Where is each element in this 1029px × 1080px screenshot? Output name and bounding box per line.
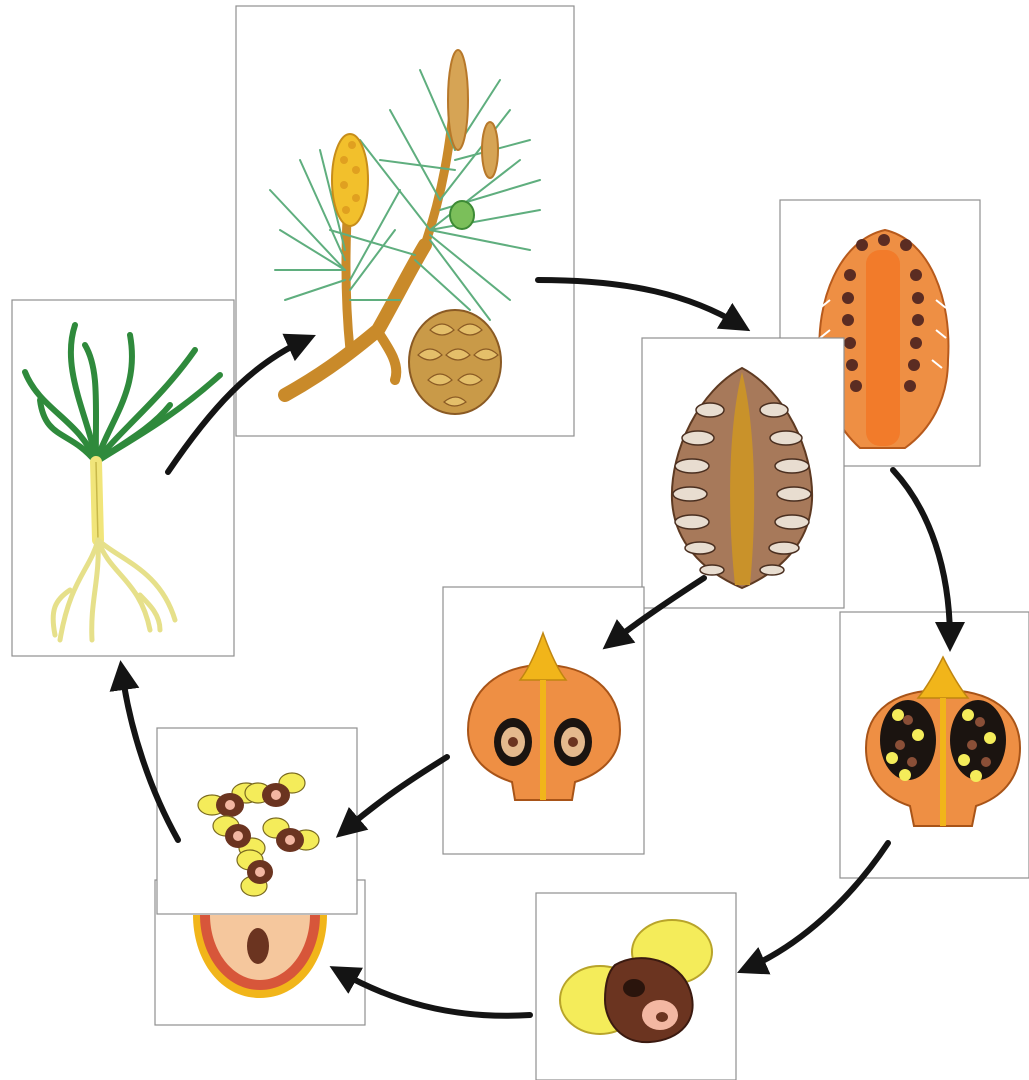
panel-adult-pine-branch [236, 6, 574, 436]
panel-female-cone-section [642, 338, 844, 608]
panel-ovuliferous-scale [443, 587, 644, 854]
panel-pollen-grains [157, 728, 357, 914]
arrow-scale-to-pollen-grains [345, 757, 447, 830]
panel-microsporophyll [840, 612, 1029, 878]
arrow-pollen-to-seed [340, 972, 530, 1016]
panel-seedling [12, 300, 234, 656]
panel-pollen-grain-enlarged [536, 893, 736, 1080]
